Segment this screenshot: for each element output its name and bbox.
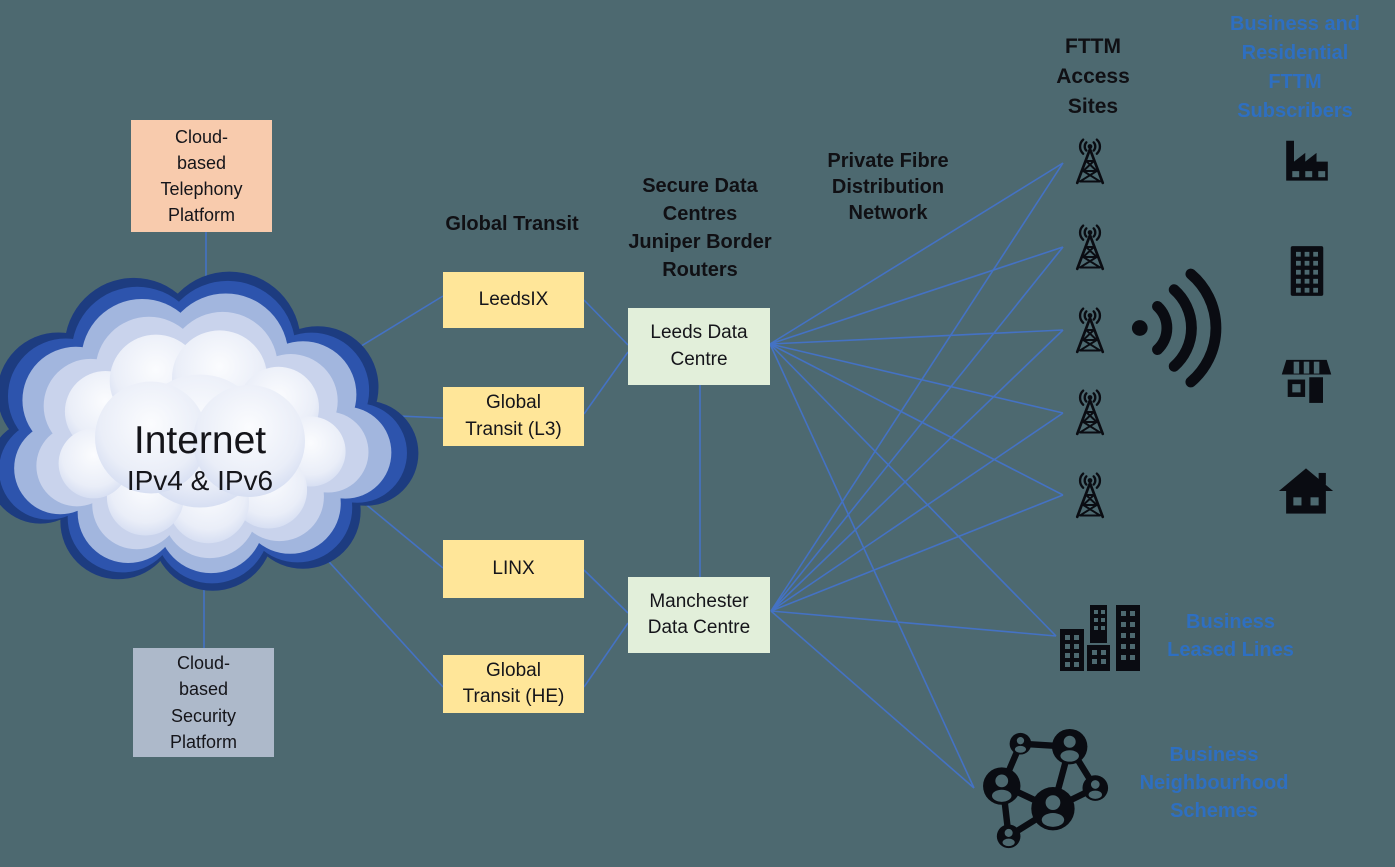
telephony-platform-node: Cloud- based Telephony Platform xyxy=(131,120,272,232)
radio-tower-icon xyxy=(1070,136,1110,186)
fttm-access-sites-header: FTTM Access Sites xyxy=(1056,35,1130,118)
data-centres-header: Secure Data Centres Juniper Border Route… xyxy=(628,175,772,281)
radio-tower-icon xyxy=(1070,470,1110,520)
office-building-icon xyxy=(1285,243,1329,299)
fibre-distribution-links xyxy=(769,162,1064,789)
transit-node-leedsix: LeedsIX xyxy=(443,272,584,328)
transit-node-global-transit-he: Global Transit (HE) xyxy=(443,655,584,713)
cloud-title: Internet xyxy=(133,419,267,462)
community-network-icon xyxy=(983,726,1117,854)
manchester-data-centre-node: Manchester Data Centre xyxy=(628,577,770,653)
radio-tower-icon xyxy=(1070,305,1110,355)
transit-node-linx: LINX xyxy=(443,540,584,598)
global-transit-header: Global Transit xyxy=(445,213,579,235)
radio-tower-icon xyxy=(1070,387,1110,437)
wireless-signal-icon xyxy=(1128,262,1238,394)
security-platform-node: Cloud- based Security Platform xyxy=(133,648,274,757)
transit-node-global-transit-l3: Global Transit (L3) xyxy=(443,387,584,446)
business-leased-lines-label: Business Leased Lines xyxy=(1167,611,1294,661)
internet-cloud-label: Internet IPv4 & IPv6 xyxy=(60,418,340,498)
leeds-data-centre-node: Leeds Data Centre xyxy=(628,308,770,385)
house-icon xyxy=(1278,466,1334,516)
fttm-subscribers-header: Business and Residential FTTM Subscriber… xyxy=(1229,13,1361,122)
storefront-icon xyxy=(1279,355,1334,405)
radio-tower-icon xyxy=(1070,222,1110,272)
city-buildings-icon xyxy=(1058,603,1148,671)
factory-icon xyxy=(1281,133,1333,185)
private-fibre-header: Private Fibre Distribution Network xyxy=(827,150,949,224)
cloud-subtitle: IPv4 & IPv6 xyxy=(126,465,274,496)
business-neighbourhood-schemes-label: Business Neighbourhood Schemes xyxy=(1139,744,1289,822)
transit-datacentre-links xyxy=(583,299,701,688)
